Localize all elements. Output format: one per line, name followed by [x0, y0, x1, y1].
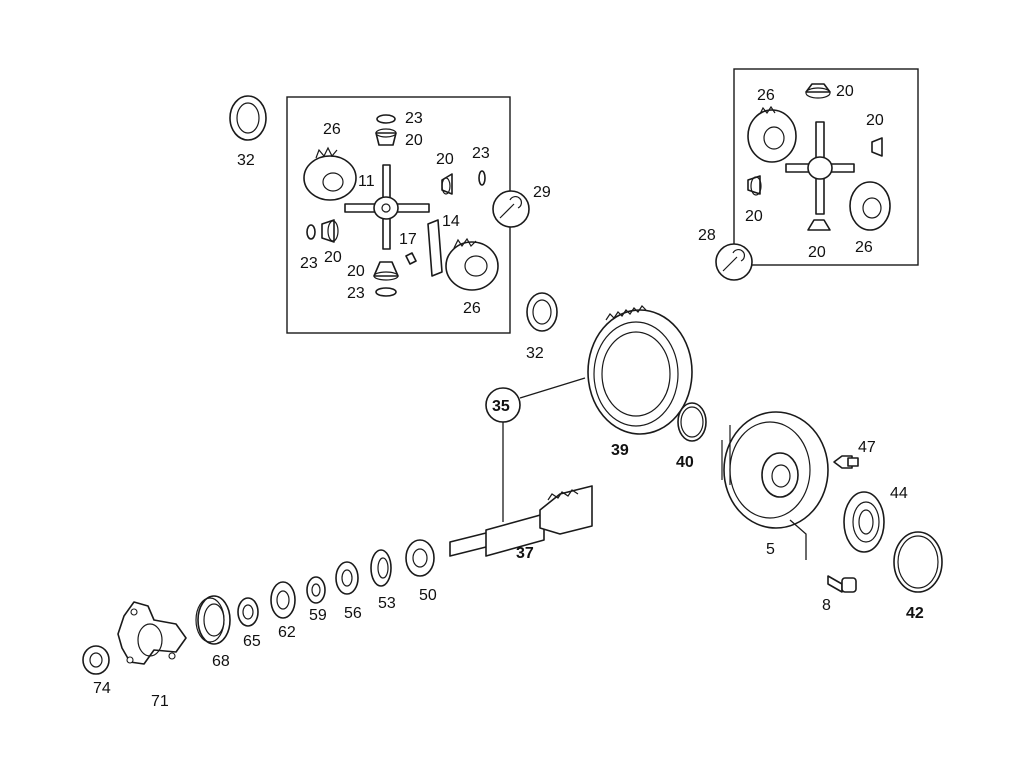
part-56-washer[interactable]	[335, 561, 359, 595]
part-40-oring[interactable]	[677, 402, 707, 442]
part-20-bevel-right[interactable]	[441, 173, 453, 195]
label-17: 17	[399, 231, 417, 248]
label-47: 47	[858, 439, 876, 456]
part-65-washer[interactable]	[237, 597, 259, 627]
leader-5	[789, 519, 807, 560]
part-20-bevel-left[interactable]	[321, 219, 339, 243]
part-20-bevel-bottom[interactable]	[373, 261, 399, 281]
label-26: 26	[757, 87, 775, 104]
part-20-bevel-bottom-right[interactable]	[807, 219, 831, 231]
label-20: 20	[436, 151, 454, 168]
part-23-washer-top[interactable]	[376, 114, 396, 124]
label-71: 71	[151, 693, 169, 710]
part-20-bevel-right-2[interactable]	[871, 137, 883, 157]
label-62: 62	[278, 624, 296, 641]
part-5-differential-case[interactable]	[721, 411, 829, 529]
part-26-gear-right-top[interactable]	[747, 105, 797, 163]
label-20: 20	[836, 83, 854, 100]
label-26: 26	[855, 239, 873, 256]
part-cross-right[interactable]	[785, 121, 855, 215]
part-59-nut[interactable]	[306, 576, 326, 604]
label-28: 28	[698, 227, 716, 244]
label-68: 68	[212, 653, 230, 670]
part-44-bearing[interactable]	[843, 491, 885, 553]
label-53: 53	[378, 595, 396, 612]
label-5: 5	[766, 541, 775, 558]
label-8: 8	[822, 597, 831, 614]
label-23: 23	[347, 285, 365, 302]
part-17-pin[interactable]	[405, 252, 417, 265]
label-39: 39	[611, 442, 629, 459]
label-20: 20	[324, 249, 342, 266]
label-29: 29	[533, 184, 551, 201]
label-14: 14	[442, 213, 460, 230]
label-50: 50	[419, 587, 437, 604]
leader-35-to-39	[519, 377, 586, 399]
part-23-washer-bottom[interactable]	[375, 287, 397, 297]
part-53-spacer[interactable]	[370, 549, 392, 587]
label-56: 56	[344, 605, 362, 622]
label-65: 65	[243, 633, 261, 650]
part-26-gear-right-bottom[interactable]	[849, 181, 891, 231]
label-32: 32	[526, 345, 544, 362]
label-23: 23	[405, 110, 423, 127]
part-23-washer-left[interactable]	[306, 224, 316, 240]
part-8-bolt[interactable]	[827, 575, 857, 593]
part-42-ring[interactable]	[893, 531, 943, 593]
label-59: 59	[309, 607, 327, 624]
wrench-icon[interactable]	[715, 243, 753, 281]
part-26-gear-bottom[interactable]	[445, 237, 499, 291]
part-71-flange[interactable]	[117, 601, 187, 665]
label-20: 20	[745, 208, 763, 225]
part-50-bearing[interactable]	[405, 539, 435, 577]
label-42: 42	[906, 605, 924, 622]
part-39-ring-gear[interactable]	[587, 305, 693, 435]
label-32: 32	[237, 152, 255, 169]
part-20-bevel-left-2[interactable]	[747, 175, 762, 196]
label-37: 37	[516, 545, 534, 562]
label-26: 26	[323, 121, 341, 138]
part-20-bevel-top-right[interactable]	[805, 83, 831, 99]
label-26: 26	[463, 300, 481, 317]
part-74-nut[interactable]	[82, 645, 110, 675]
label-35: 35	[492, 398, 510, 415]
part-14-pin[interactable]	[427, 219, 443, 277]
label-20: 20	[808, 244, 826, 261]
part-62-bearing[interactable]	[270, 581, 296, 619]
label-20: 20	[405, 132, 423, 149]
part-23-washer-right[interactable]	[478, 170, 486, 186]
part-32-washer-middle[interactable]	[526, 292, 558, 332]
part-37-pinion-shaft[interactable]	[449, 485, 593, 557]
label-74: 74	[93, 680, 111, 697]
label-11: 11	[358, 173, 375, 190]
label-23: 23	[472, 145, 490, 162]
part-32-washer-top[interactable]	[229, 95, 267, 141]
part-26-gear-top[interactable]	[303, 146, 357, 201]
label-20: 20	[866, 112, 884, 129]
label-20: 20	[347, 263, 365, 280]
label-40: 40	[676, 454, 694, 471]
inset-box-right	[733, 68, 919, 266]
part-68-seal[interactable]	[195, 595, 231, 645]
label-23: 23	[300, 255, 318, 272]
wrench-icon[interactable]	[492, 190, 530, 228]
label-44: 44	[890, 485, 908, 502]
inset-box-left	[286, 96, 511, 334]
part-20-bevel-top[interactable]	[375, 128, 397, 146]
part-11-cross[interactable]	[344, 164, 430, 250]
part-47-bolt[interactable]	[833, 455, 859, 469]
